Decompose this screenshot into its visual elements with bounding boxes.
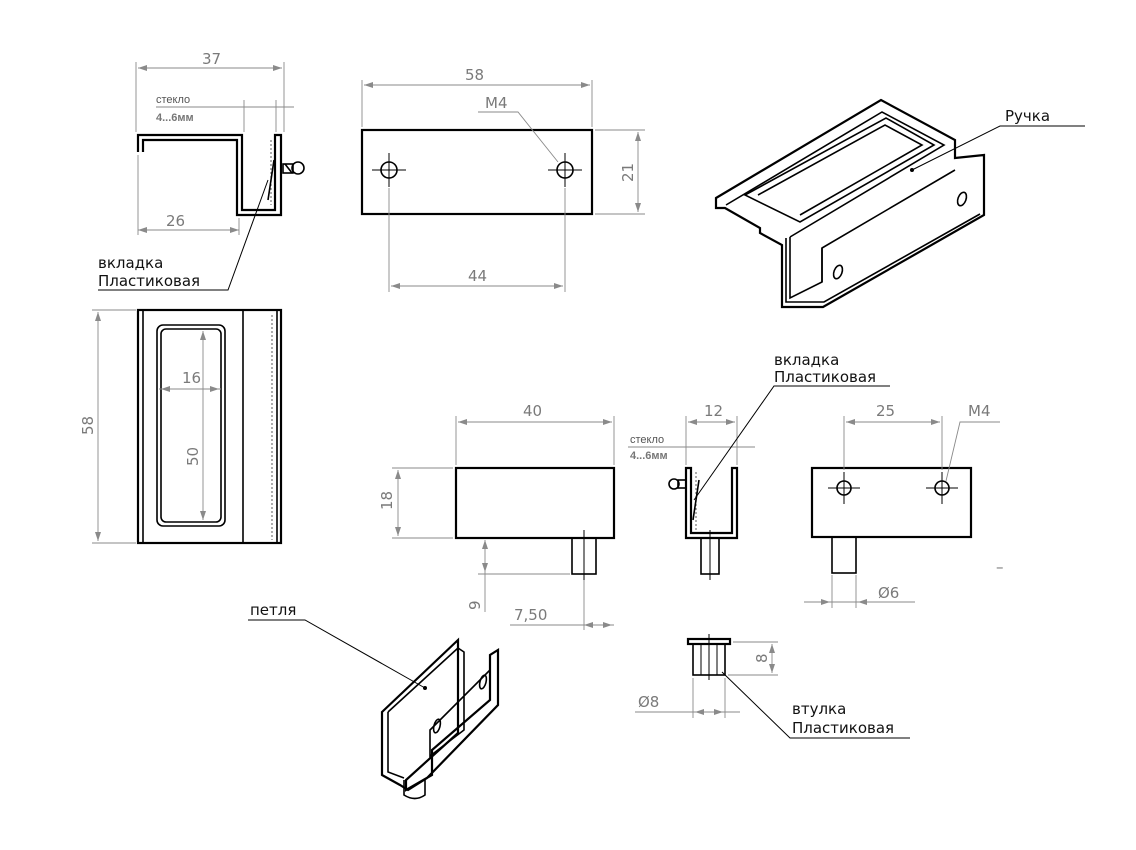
label-handle: Ручка (1005, 107, 1050, 125)
hinge-front-view: 40 18 9 7,50 (378, 402, 616, 630)
dim-9: 9 (466, 600, 484, 610)
dim-7-50: 7,50 (514, 606, 547, 624)
handle-front-view: 58 M4 21 44 (360, 66, 645, 292)
dim-18: 18 (378, 491, 396, 510)
hinge-isometric-view: петля (248, 601, 500, 800)
glass-note-mid-2: 4...6мм (630, 450, 668, 462)
label-insert-top-1: вкладка (98, 254, 163, 272)
dim-37: 37 (202, 50, 221, 68)
dim-58-left: 58 (79, 416, 97, 435)
glass-note-top-1: стекло (156, 94, 190, 106)
glass-note-top-2: 4...6мм (156, 112, 194, 124)
dim-40: 40 (523, 402, 542, 420)
dim-25: 25 (876, 402, 895, 420)
dim-phi6: Ø6 (878, 584, 899, 602)
handle-top-view: 58 16 50 (79, 308, 283, 545)
dim-26: 26 (166, 212, 185, 230)
dim-21: 21 (619, 163, 637, 182)
handle-profile-view: 37 стекло 4...6мм 26 вкладка Пластиковая (98, 50, 305, 291)
bushing-view: 8 Ø8 втулка Пластиковая (635, 634, 910, 739)
dim-m4-right: M4 (968, 402, 991, 420)
dim-50: 50 (184, 447, 202, 466)
dim-44: 44 (468, 267, 487, 285)
label-insert-mid-2: Пластиковая (774, 368, 876, 386)
dim-m4-top: M4 (485, 94, 508, 112)
dim-16: 16 (182, 369, 201, 387)
label-bushing-1: втулка (792, 700, 846, 718)
glass-note-mid-1: стекло (630, 434, 664, 446)
dim-phi8: Ø8 (638, 693, 659, 711)
dim-12: 12 (704, 402, 723, 420)
label-insert-mid-1: вкладка (774, 351, 839, 369)
hinge-profile-view: 12 стекло 4...6мм вкладка Пластиковая (628, 351, 890, 580)
stray-mark: – (996, 558, 1004, 576)
hinge-side-view: 25 M4 Ø6 – (804, 402, 1004, 608)
label-bushing-2: Пластиковая (792, 719, 894, 737)
label-insert-top-2: Пластиковая (98, 272, 200, 290)
handle-isometric-view: Ручка (714, 98, 1085, 309)
dim-58-top: 58 (465, 66, 484, 84)
label-hinge: петля (250, 601, 296, 619)
dim-8: 8 (753, 653, 771, 663)
